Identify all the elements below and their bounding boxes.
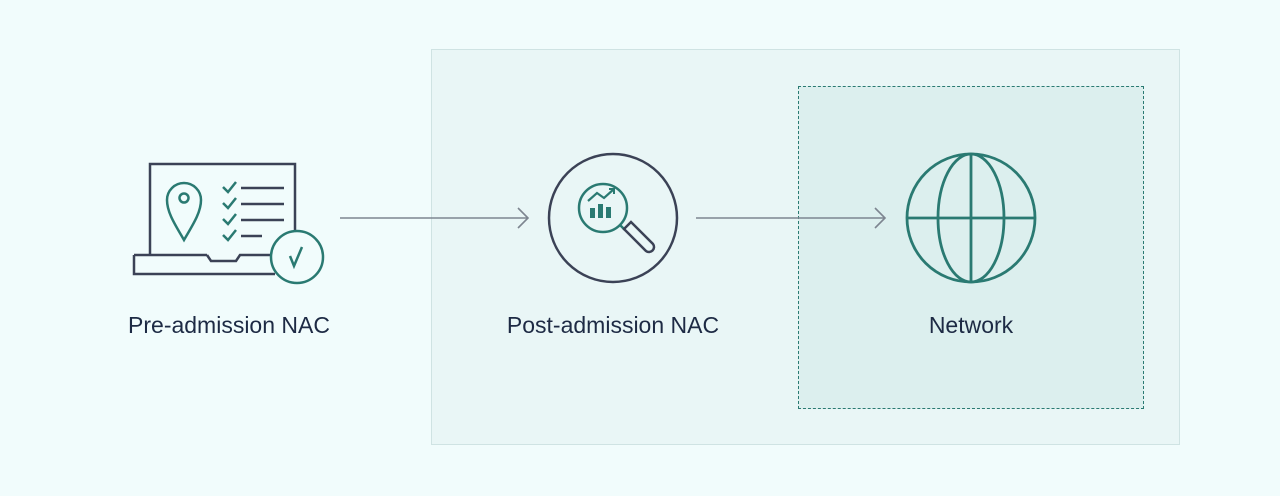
post-admission-label: Post-admission NAC [506, 312, 720, 338]
pre-admission-label: Pre-admission NAC [128, 312, 330, 338]
laptop-screen [148, 162, 297, 255]
network-label: Network [928, 312, 1014, 338]
flow-arrow-1 [340, 207, 530, 229]
magnifier-chart-icon [547, 152, 679, 284]
flow-arrow-2 [696, 207, 887, 229]
verified-badge-icon [269, 229, 325, 285]
location-pin-icon [165, 181, 203, 243]
laptop-base [132, 255, 275, 276]
globe-icon [905, 152, 1037, 284]
bar-chart-icon [587, 188, 615, 218]
laptop-checklist-icon [132, 162, 325, 285]
checklist [222, 181, 284, 242]
